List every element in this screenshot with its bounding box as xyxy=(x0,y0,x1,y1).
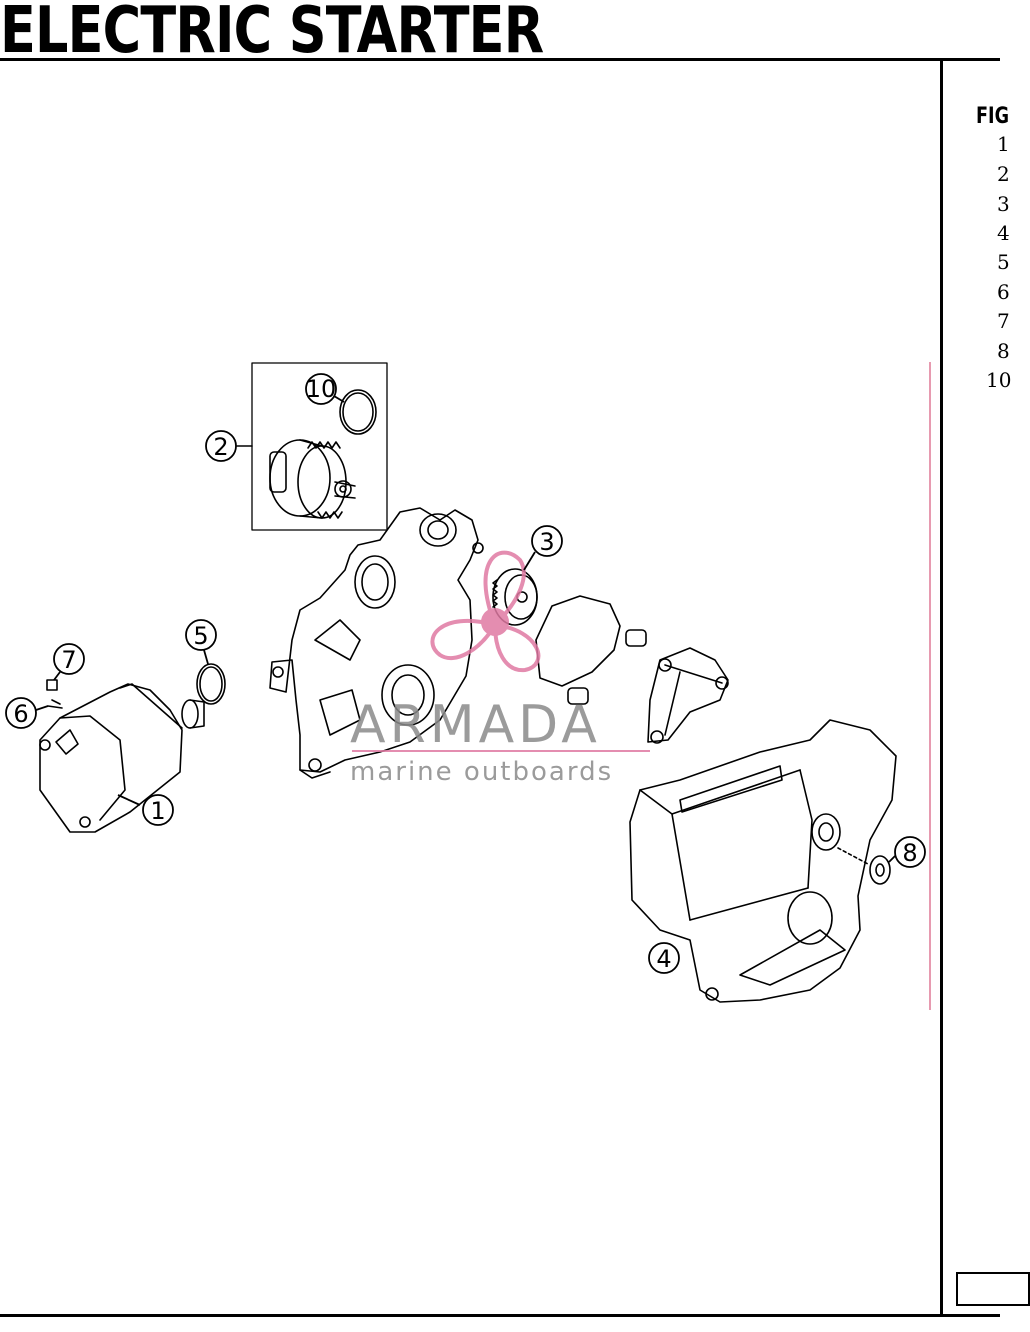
figure-index-item[interactable]: 6 xyxy=(997,280,1010,304)
callout-4[interactable]: 4 xyxy=(648,942,680,974)
callout-2[interactable]: 2 xyxy=(205,430,237,462)
svg-text:5: 5 xyxy=(193,622,208,650)
idler-gear xyxy=(492,568,538,626)
figure-index-item[interactable]: 3 xyxy=(997,192,1010,216)
footer-rule xyxy=(0,1314,1000,1317)
cover-washer xyxy=(869,855,891,885)
svg-text:1: 1 xyxy=(150,797,165,825)
header-rule xyxy=(0,58,1000,61)
column-divider xyxy=(940,60,943,1316)
svg-text:2: 2 xyxy=(213,433,228,461)
ignition-cover xyxy=(629,719,897,1003)
figure-index-item[interactable]: 7 xyxy=(997,309,1010,333)
engine-case-housing xyxy=(269,507,484,779)
callout-6[interactable]: 6 xyxy=(5,697,49,729)
svg-text:6: 6 xyxy=(13,700,28,728)
callout-1[interactable]: 1 xyxy=(117,794,174,826)
starter-gear-assembly xyxy=(236,362,388,531)
callout-10[interactable]: 10 xyxy=(305,373,345,405)
figure-index-panel: FIG 1 2 3 4 5 6 7 8 10 xyxy=(943,60,1030,1315)
svg-text:4: 4 xyxy=(656,945,671,973)
figure-index-item[interactable]: 10 xyxy=(986,368,1012,392)
dowel-sleeves xyxy=(567,629,647,705)
terminal-nut xyxy=(46,679,58,691)
svg-text:8: 8 xyxy=(902,839,917,867)
watermark-tagline: marine outboards xyxy=(350,757,613,787)
figure-index-item[interactable]: 4 xyxy=(997,221,1010,245)
exploded-parts-diagram: ARMADA marine outboards 1 2 3 4 5 xyxy=(5,362,926,1003)
terminal-washer xyxy=(47,699,63,709)
starter-motor xyxy=(39,683,205,833)
callout-8[interactable]: 8 xyxy=(888,836,926,868)
figure-index-item[interactable]: 1 xyxy=(997,132,1010,156)
margin-marker-line xyxy=(929,362,931,1010)
motor-o-ring xyxy=(196,663,226,705)
svg-text:7: 7 xyxy=(61,646,76,674)
page-number-box xyxy=(956,1272,1030,1306)
callout-3[interactable]: 3 xyxy=(523,525,563,571)
page-title: ELECTRIC STARTER xyxy=(0,0,544,68)
starter-gear-cover xyxy=(647,647,729,744)
propeller-hub-icon xyxy=(481,608,509,636)
callout-7[interactable]: 7 xyxy=(53,643,85,681)
figure-index-item[interactable]: 8 xyxy=(997,339,1010,363)
watermark-brand: ARMADA xyxy=(350,695,601,755)
figure-index-item[interactable]: 5 xyxy=(997,250,1010,274)
propeller-logo-icon xyxy=(430,550,541,673)
svg-text:3: 3 xyxy=(539,528,554,556)
cover-gasket xyxy=(535,595,621,687)
figure-index-item[interactable]: 2 xyxy=(997,162,1010,186)
figure-index-heading: FIG xyxy=(976,104,1010,129)
armada-watermark: ARMADA marine outboards xyxy=(350,550,650,787)
svg-text:10: 10 xyxy=(306,375,337,403)
callout-5[interactable]: 5 xyxy=(185,619,217,665)
